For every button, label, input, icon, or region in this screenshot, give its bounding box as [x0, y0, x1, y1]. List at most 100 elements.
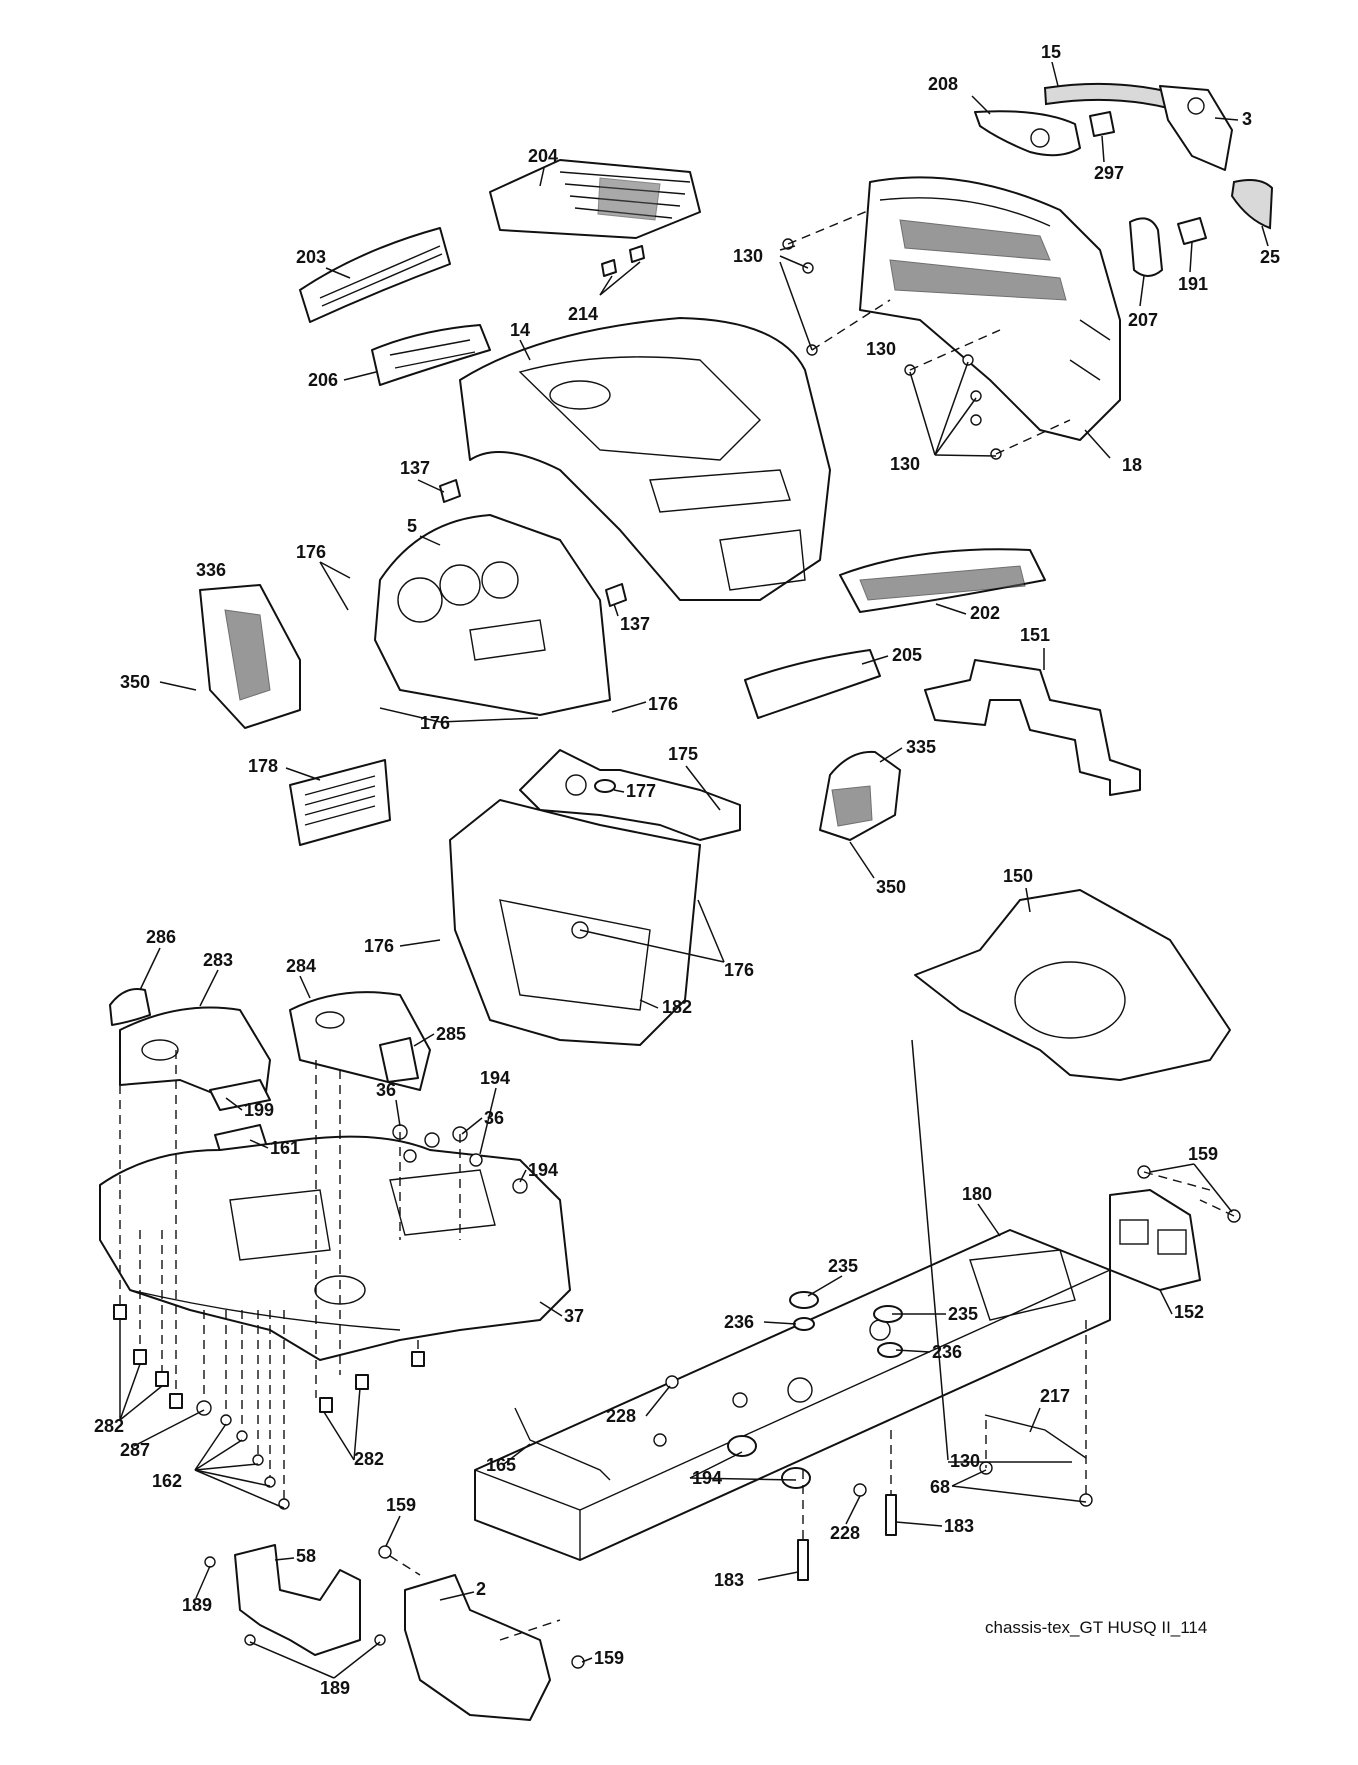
label-152: 152: [1174, 1302, 1204, 1322]
label-137a: 137: [400, 458, 430, 478]
part-336-side-panel: [199, 584, 301, 729]
label-130b: 130: [866, 339, 896, 359]
label-68: 68: [930, 1477, 950, 1497]
label-236a: 236: [724, 1312, 754, 1332]
part-151-bracket: [924, 659, 1141, 796]
label-159b: 159: [386, 1495, 416, 1515]
label-177: 177: [626, 781, 656, 801]
parts-228: [665, 1375, 867, 1497]
part-5-dash-console: [374, 514, 611, 716]
label-36a: 36: [376, 1080, 396, 1100]
part-25-lens: [1230, 179, 1274, 230]
label-297: 297: [1094, 163, 1124, 183]
label-161: 161: [270, 1138, 300, 1158]
label-leaders: [133, 61, 1269, 1679]
part-182-lower-dash: [449, 799, 701, 1046]
label-183a: 183: [944, 1516, 974, 1536]
part-177-grommet: [594, 779, 616, 793]
label-199: 199: [244, 1100, 274, 1120]
label-287: 287: [120, 1440, 150, 1460]
label-217: 217: [1040, 1386, 1070, 1406]
label-180: 180: [962, 1184, 992, 1204]
label-207: 207: [1128, 310, 1158, 330]
label-130a: 130: [733, 246, 763, 266]
label-283: 283: [203, 950, 233, 970]
part-208-headlight: [974, 110, 1081, 157]
part-335-side-panel: [819, 750, 901, 841]
label-194a: 194: [480, 1068, 510, 1088]
part-58-bracket: [234, 1544, 361, 1656]
label-335: 335: [906, 737, 936, 757]
label-162: 162: [152, 1471, 182, 1491]
label-336: 336: [196, 560, 226, 580]
label-282b: 282: [354, 1449, 384, 1469]
label-183b: 183: [714, 1570, 744, 1590]
hardware-159-189: [204, 1165, 1241, 1669]
label-204: 204: [528, 146, 558, 166]
label-25: 25: [1260, 247, 1280, 267]
label-189a: 189: [182, 1595, 212, 1615]
part-204-hood-vent: [489, 159, 701, 239]
label-235b: 235: [948, 1304, 978, 1324]
part-202-mesh-insert: [839, 548, 1046, 613]
parts-235-236: [789, 1291, 903, 1358]
label-176e: 176: [724, 960, 754, 980]
part-214-clips: [599, 245, 645, 296]
label-176d: 176: [364, 936, 394, 956]
label-159a: 159: [1188, 1144, 1218, 1164]
label-228b: 228: [830, 1523, 860, 1543]
label-5: 5: [407, 516, 417, 536]
label-130d: 130: [950, 1451, 980, 1471]
label-206: 206: [308, 370, 338, 390]
part-217-rod: [984, 1414, 1087, 1459]
label-151: 151: [1020, 625, 1050, 645]
part-206-bracket: [371, 324, 491, 386]
label-137b: 137: [620, 614, 650, 634]
screws-130-upper: [779, 209, 1071, 460]
label-235a: 235: [828, 1256, 858, 1276]
part-207-socket: [1129, 217, 1163, 277]
label-350b: 350: [876, 877, 906, 897]
label-176c: 176: [648, 694, 678, 714]
part-137-clip-a: [439, 479, 461, 503]
part-191-clip: [1177, 217, 1207, 245]
label-208: 208: [928, 74, 958, 94]
part-165-rod: [514, 1407, 611, 1481]
part-37-fender: [99, 1135, 571, 1361]
label-150: 150: [1003, 866, 1033, 886]
part-199-bracket: [209, 1079, 271, 1111]
part-150-floor-pan: [914, 889, 1231, 1081]
diagram-caption: chassis-tex_GT HUSQ II_114: [985, 1618, 1208, 1637]
label-285: 285: [436, 1024, 466, 1044]
label-176a: 176: [296, 542, 326, 562]
label-3: 3: [1242, 109, 1252, 129]
part-3-bracket: [1159, 85, 1233, 171]
label-214: 214: [568, 304, 598, 324]
parts-183: [797, 1430, 897, 1581]
label-15: 15: [1041, 42, 1061, 62]
part-203-headlight-grille: [299, 227, 451, 323]
label-178: 178: [248, 756, 278, 776]
part-180-frame: [474, 1229, 1111, 1561]
label-36b: 36: [484, 1108, 504, 1128]
part-285-clip: [379, 1037, 419, 1083]
label-159c: 159: [594, 1648, 624, 1668]
label-2: 2: [476, 1579, 486, 1599]
part-15-trim: [1043, 82, 1172, 110]
label-350a: 350: [120, 672, 150, 692]
part-18-front-grille: [859, 176, 1121, 441]
part-205-cover: [744, 649, 881, 719]
label-189b: 189: [320, 1678, 350, 1698]
label-194b: 194: [528, 1160, 558, 1180]
label-284: 284: [286, 956, 316, 976]
part-137-clip-b: [605, 583, 627, 607]
label-205: 205: [892, 645, 922, 665]
label-58: 58: [296, 1546, 316, 1566]
label-202: 202: [970, 603, 1000, 623]
part-297-clip: [1089, 111, 1115, 137]
label-175: 175: [668, 744, 698, 764]
part-286-handle: [109, 988, 151, 1026]
part-14-hood: [459, 317, 831, 601]
label-14: 14: [510, 320, 530, 340]
